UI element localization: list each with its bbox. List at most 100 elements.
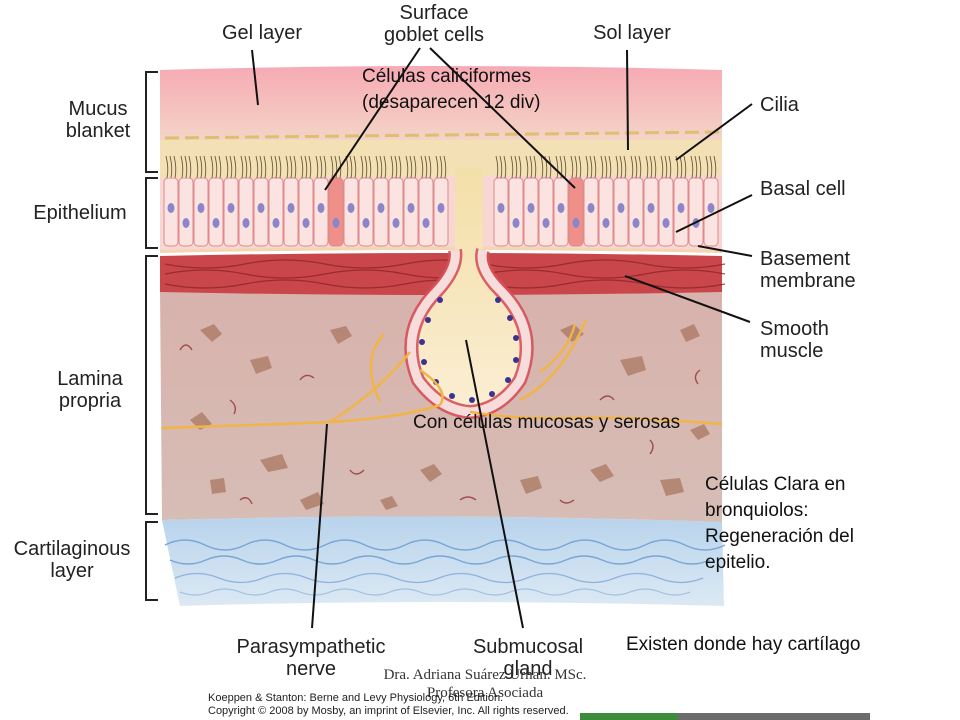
cilium (540, 155, 544, 179)
cell-nucleus (407, 203, 415, 213)
cilium (525, 155, 529, 179)
cilium (188, 155, 192, 179)
cell-nucleus (212, 218, 220, 228)
cilium (435, 155, 439, 179)
label-gel-layer: Gel layer (221, 22, 303, 44)
cell-nucleus (272, 218, 280, 228)
cilium (278, 155, 282, 179)
cilium (499, 155, 503, 179)
cilium (713, 155, 717, 179)
cilium (600, 155, 604, 179)
cell-nucleus (377, 203, 385, 213)
cilium (559, 155, 563, 179)
cell-nucleus (707, 203, 715, 213)
cilium (334, 155, 338, 179)
cilium (248, 155, 252, 179)
cilium (533, 155, 537, 179)
cilium (259, 155, 263, 179)
cilium (510, 155, 514, 179)
cilium (420, 155, 424, 179)
epithelial-cell (508, 177, 524, 247)
cilium (304, 155, 308, 179)
cilium (548, 155, 552, 179)
label-sol-layer: Sol layer (593, 22, 671, 44)
leader-lines (251, 47, 753, 629)
cilium (593, 155, 597, 179)
cilium (353, 155, 357, 179)
note-gland-cells: Con células mucosas y serosas (413, 412, 681, 433)
cilium (698, 155, 702, 179)
label-surface-goblet-cells: Surface goblet cells (383, 2, 485, 46)
cell-nucleus (347, 203, 355, 213)
cilium (289, 155, 293, 179)
cilium (394, 155, 398, 179)
footer-credit: Koeppen & Stanton: Berne and Levy Physio… (208, 692, 569, 717)
epithelial-cell (538, 177, 554, 247)
cilium (349, 155, 353, 179)
cilium (379, 155, 383, 179)
cell-nucleus (332, 218, 340, 228)
cilium (180, 155, 184, 179)
note-cartilage: Existen donde hay cartílago (626, 634, 861, 655)
cilium (195, 155, 199, 179)
cilium (664, 155, 668, 179)
cilium (375, 155, 379, 179)
epithelial-cell (358, 177, 374, 247)
cilium (184, 155, 188, 179)
cilium (690, 155, 694, 179)
cell-nucleus (197, 203, 205, 213)
cilium (623, 155, 627, 179)
cilium (660, 155, 664, 179)
cell-nucleus (392, 218, 400, 228)
cell-nucleus (572, 218, 580, 228)
cilium (675, 155, 679, 179)
cilium (615, 155, 619, 179)
cilium (323, 155, 327, 179)
cilium (495, 155, 499, 179)
cilium (409, 155, 413, 179)
epithelial-cell (328, 177, 344, 247)
cell-nucleus (677, 203, 685, 213)
cell-nucleus (617, 203, 625, 213)
label-epithelium: Epithelium (33, 202, 127, 224)
cilium (398, 155, 402, 179)
note-goblet-cells: Células caliciformes (desaparecen 12 div… (362, 66, 541, 113)
cilium (589, 155, 593, 179)
cilium (300, 155, 304, 179)
label-submucosal-gland: Submucosal gland (472, 636, 584, 680)
cilium (563, 155, 567, 179)
cell-nucleus (437, 203, 445, 213)
cilium (360, 155, 364, 179)
layer-brackets (145, 71, 158, 601)
cilia-fringe (165, 155, 717, 179)
cell-nucleus (542, 218, 550, 228)
cilium (544, 155, 548, 179)
cilium (604, 155, 608, 179)
cilium (203, 155, 207, 179)
cell-nucleus (662, 218, 670, 228)
cell-nucleus (362, 218, 370, 228)
cell-nucleus (302, 218, 310, 228)
cilium (364, 155, 368, 179)
cilium (619, 155, 623, 179)
cartilage-layer (162, 516, 726, 606)
cilium (405, 155, 409, 179)
cilium (645, 155, 649, 179)
label-lamina-propria: Lamina propria (57, 368, 123, 412)
cell-nucleus (287, 203, 295, 213)
cilium (518, 155, 522, 179)
cilium (233, 155, 237, 179)
cilium (555, 155, 559, 179)
cell-nucleus (512, 218, 520, 228)
cell-nucleus (527, 203, 535, 213)
cell-nucleus (242, 218, 250, 228)
epithelial-cell (658, 177, 674, 247)
epithelial-cell (628, 177, 644, 247)
cilium (255, 155, 259, 179)
footer-green-bar (580, 713, 678, 720)
cell-nucleus (167, 203, 175, 213)
cilium (263, 155, 267, 179)
epithelial-cell (418, 177, 434, 247)
cell-nucleus (602, 218, 610, 228)
cilium (315, 155, 319, 179)
